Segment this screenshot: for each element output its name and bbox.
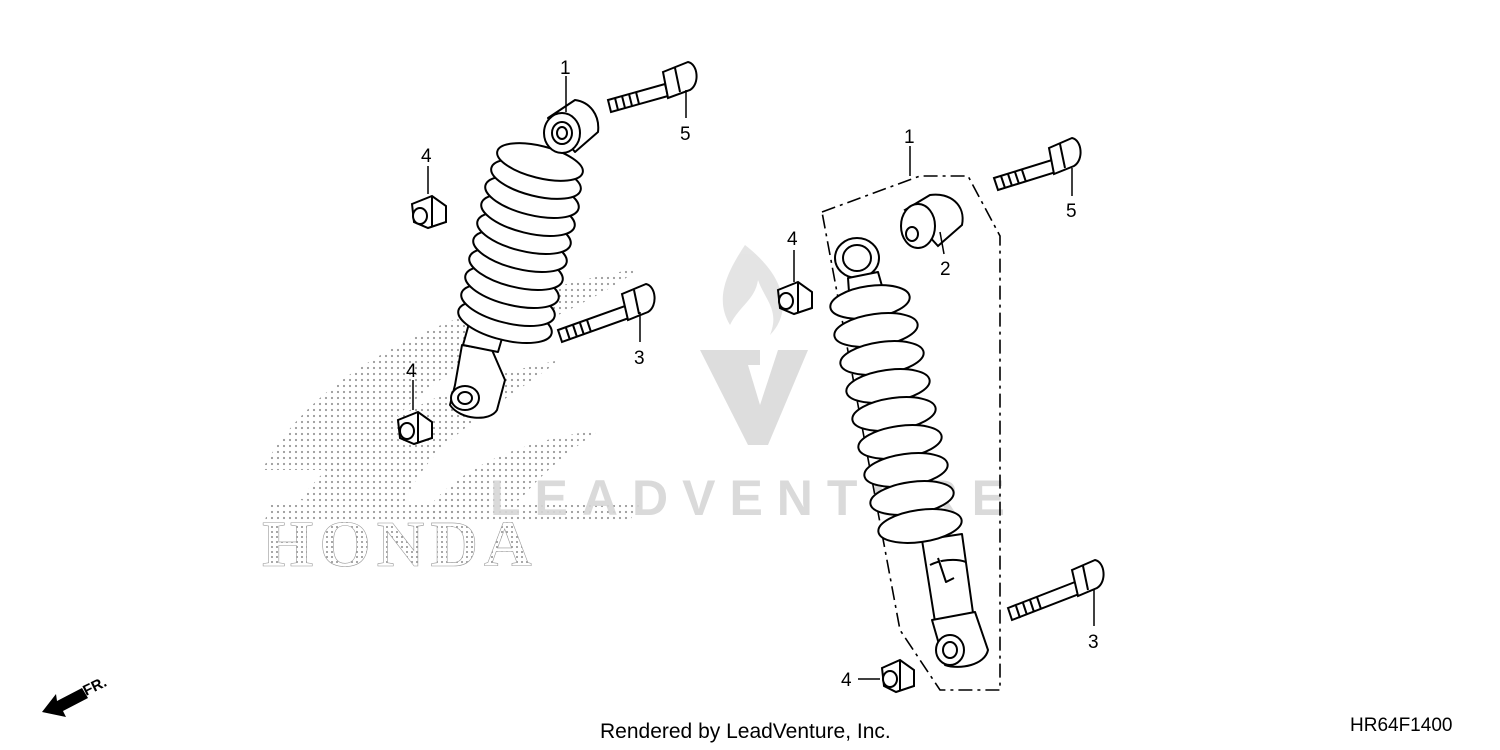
render-credit: Rendered by LeadVenture, Inc. (600, 720, 891, 743)
left-upper-bolt[interactable] (606, 60, 698, 114)
callout-left-nut-bottom[interactable]: 4 (406, 361, 417, 382)
callout-left-shock[interactable]: 1 (560, 58, 571, 79)
honda-brand-text: HONDA (262, 508, 538, 581)
right-assembly-outline (821, 175, 1001, 691)
right-lower-nut[interactable] (880, 658, 915, 694)
right-shock-absorber[interactable] (828, 237, 989, 668)
left-leader-lines (412, 76, 687, 410)
callout-right-bolt-bottom[interactable]: 3 (1088, 632, 1099, 653)
callout-right-nut-bottom[interactable]: 4 (841, 670, 852, 691)
right-lower-bolt[interactable] (1006, 558, 1105, 622)
diagram-reference-code: HR64F1400 (1350, 715, 1452, 736)
callout-left-bolt-bottom[interactable]: 3 (634, 348, 645, 369)
left-upper-nut[interactable] (410, 194, 447, 230)
left-lower-nut[interactable] (396, 410, 433, 446)
callout-left-bolt-top[interactable]: 5 (680, 124, 691, 145)
callout-right-nut-top[interactable]: 4 (787, 229, 798, 250)
callout-right-bushing[interactable]: 2 (940, 259, 951, 280)
right-spring-coils (829, 284, 963, 544)
right-bushing[interactable] (900, 193, 964, 249)
front-direction-arrow-icon: FR. (42, 674, 109, 717)
right-upper-nut[interactable] (776, 280, 813, 316)
callout-right-bolt-top[interactable]: 5 (1066, 201, 1077, 222)
left-spring-coils (457, 142, 584, 344)
left-shock-absorber[interactable] (449, 99, 600, 419)
callout-right-shock[interactable]: 1 (904, 127, 915, 148)
right-upper-bolt[interactable] (992, 136, 1082, 192)
right-leader-lines (793, 146, 1095, 680)
callout-left-nut-top[interactable]: 4 (421, 146, 432, 167)
left-lower-bolt[interactable] (556, 282, 656, 344)
